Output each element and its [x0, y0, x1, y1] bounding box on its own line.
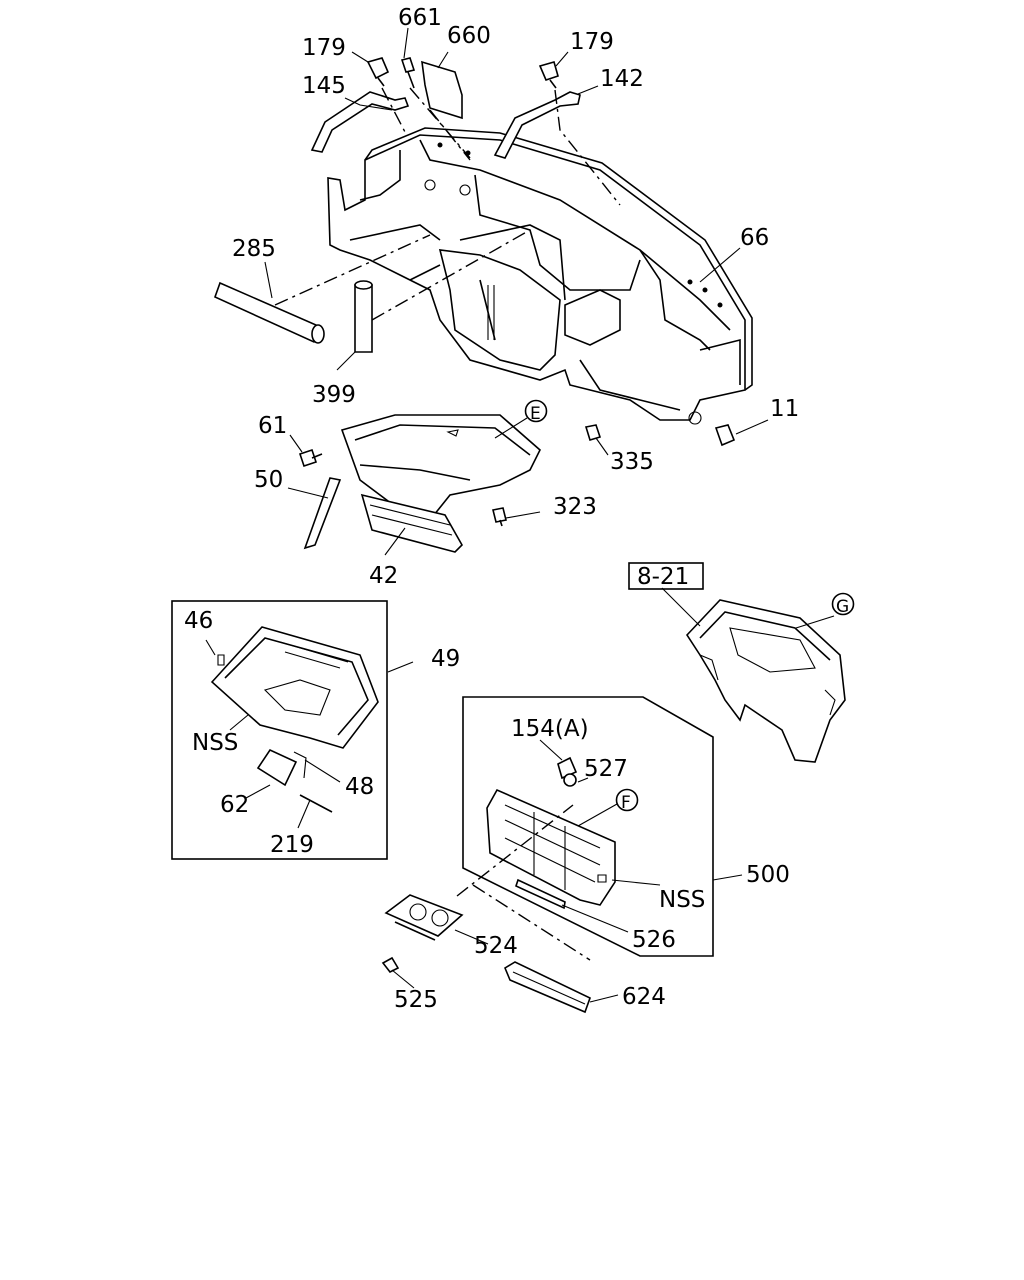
- bracket-145: [310, 91, 410, 153]
- ref-circle-g: G: [831, 592, 855, 617]
- bolt-11: [714, 424, 736, 447]
- callout-nss-left: NSS: [192, 730, 238, 756]
- glove-box-trim-42: [360, 493, 463, 553]
- screw-525: [381, 956, 400, 974]
- duct-399: [354, 280, 373, 353]
- callout-145: 145: [302, 73, 346, 99]
- stud-661: [400, 57, 416, 89]
- plate-660: [421, 60, 463, 120]
- callout-527: 527: [584, 756, 628, 782]
- callout-179-left: 179: [302, 35, 346, 61]
- ref-circle-f: F: [615, 788, 639, 813]
- center-bezel-500: [486, 788, 616, 906]
- callout-661: 661: [398, 5, 442, 31]
- callout-500: 500: [746, 862, 790, 888]
- callout-154a: 154(A): [511, 716, 589, 742]
- instrument-panel-frame: [327, 127, 753, 425]
- callout-46: 46: [184, 608, 213, 634]
- callout-62: 62: [220, 792, 249, 818]
- cup-holder-524: [384, 894, 464, 941]
- seal-strip-50: [303, 477, 342, 550]
- clip-154a: [557, 756, 578, 780]
- cluster-hood: [685, 599, 846, 763]
- duct-285: [213, 281, 325, 344]
- pin-219: [299, 794, 333, 813]
- callout-61: 61: [258, 413, 287, 439]
- callout-624: 624: [622, 984, 666, 1010]
- bolt-179-right: [538, 61, 559, 89]
- screw-323: [492, 507, 507, 527]
- callout-179-right: 179: [570, 29, 614, 55]
- glove-box-door-49: [210, 626, 379, 749]
- callout-labels: 661 660 179 179 145 142 66 285 399 11 61…: [184, 5, 799, 1013]
- group-box-49: [171, 600, 388, 860]
- callout-48: 48: [345, 774, 374, 800]
- callout-219: 219: [270, 832, 314, 858]
- ref-box-8-21[interactable]: 8-21: [628, 562, 704, 590]
- callout-49: 49: [431, 646, 460, 672]
- nut-527: [563, 773, 577, 787]
- callout-66: 66: [740, 225, 769, 251]
- trim-strip-526: [515, 878, 566, 910]
- callout-11: 11: [770, 396, 799, 422]
- ref-e-label: E: [530, 404, 541, 424]
- strip-624: [503, 961, 591, 1014]
- callout-399: 399: [312, 382, 356, 408]
- callout-42: 42: [369, 563, 398, 589]
- bracket-142: [493, 91, 581, 159]
- callout-142: 142: [600, 66, 644, 92]
- callout-323: 323: [553, 494, 597, 520]
- screw-61: [298, 448, 323, 468]
- leader-lines: [205, 27, 835, 1003]
- callout-285: 285: [232, 236, 276, 262]
- bolt-179-left: [366, 57, 390, 87]
- callout-660: 660: [447, 23, 491, 49]
- ref-f-label: F: [621, 793, 631, 813]
- glove-box-housing: [340, 414, 541, 521]
- ref-8-21-label: 8-21: [637, 564, 689, 590]
- latch-62: [256, 748, 307, 787]
- callout-nss-right: NSS: [659, 887, 705, 913]
- callout-50: 50: [254, 467, 283, 493]
- ref-circle-e: E: [524, 399, 548, 424]
- clip-335: [584, 424, 602, 441]
- callout-526: 526: [632, 927, 676, 953]
- callout-524: 524: [474, 933, 518, 959]
- ref-g-label: G: [836, 597, 849, 617]
- callout-525: 525: [394, 987, 438, 1013]
- callout-335: 335: [610, 449, 654, 475]
- group-box-500: [462, 696, 714, 957]
